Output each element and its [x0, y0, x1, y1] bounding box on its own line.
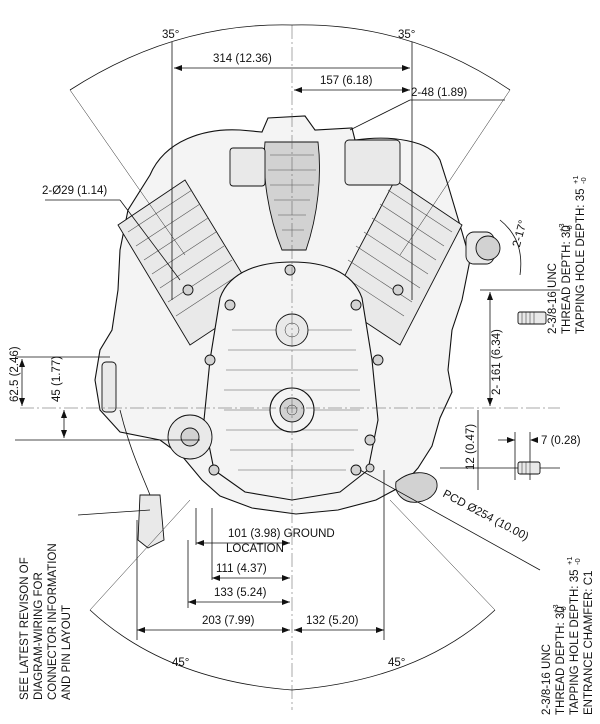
top-thread-line-3: TAPPING HOLE DEPTH: 35: [575, 189, 587, 335]
dim-pcd: PCD Ø254 (10.00): [441, 488, 531, 543]
dim-101-ground: 101 (3.98) GROUND: [228, 528, 335, 540]
dim-203: 203 (7.99): [202, 615, 255, 627]
angle-bottom-left: 45°: [172, 657, 189, 669]
wiring-line-2: DIAGRAM-WIRING FOR: [33, 572, 45, 700]
dim-132: 132 (5.20): [306, 615, 359, 627]
angle-top-left: 35°: [162, 29, 179, 41]
dim-133: 133 (5.24): [214, 587, 267, 599]
bottom-thread-tol-3: +1: [565, 556, 574, 565]
bottom-thread-line-3: TAPPING HOLE DEPTH: 35: [569, 570, 581, 716]
top-thread-tol-4: -0: [579, 177, 588, 184]
bottom-thread-note: 2-3/8-16 UNC THREAD DEPTH: 30 TAPPING HO…: [541, 556, 595, 715]
top-thread-note: 2-3/8-16 UNC THREAD DEPTH: 30 TAPPING HO…: [547, 175, 588, 334]
top-thread-line-2: THREAD DEPTH: 30: [561, 225, 573, 334]
bottom-thread-line-1: 2-3/8-16 UNC: [541, 644, 553, 715]
dim-12: 12 (0.47): [465, 424, 477, 470]
top-thread-tol-3: +1: [571, 175, 580, 184]
dim-111: 111 (4.37): [216, 563, 267, 575]
top-thread-line-1: 2-3/8-16 UNC: [547, 263, 559, 334]
dim-45: 45 (1.77): [51, 356, 63, 402]
dim-161: 2- 161 (6.34): [491, 329, 503, 395]
dimension-lines: [15, 24, 560, 710]
bottom-thread-line-2: THREAD DEPTH: 30: [555, 606, 567, 715]
top-thread-tol-2: -0: [565, 225, 574, 232]
angle-top-right: 35°: [398, 29, 415, 41]
dim-62-5: 62.5 (2.46): [9, 346, 21, 402]
bottom-thread-tol-4: -0: [573, 558, 582, 565]
bottom-thread-tol-1: +3: [551, 604, 560, 613]
bottom-thread-line-4: ENTRANCE CHAMFER: C1: [583, 571, 595, 715]
dim-157: 157 (6.18): [320, 75, 373, 87]
engine-outline: [94, 115, 501, 549]
dim-2-dia29: 2-Ø29 (1.14): [42, 185, 107, 197]
top-thread-tol-1: +3: [557, 223, 566, 232]
dim-7: 7 (0.28): [541, 435, 581, 447]
dim-ground-location: LOCATION: [226, 543, 284, 555]
dim-2-48: 2-48 (1.89): [411, 87, 467, 99]
wiring-line-1: SEE LATEST REVISON OF: [19, 557, 31, 700]
bottom-thread-tol-2: -0: [559, 606, 568, 613]
wiring-line-3: CONNECTOR INFORMATION: [47, 543, 59, 700]
dim-314: 314 (12.36): [213, 53, 272, 65]
angle-bottom-right: 45°: [388, 657, 405, 669]
wiring-note: SEE LATEST REVISON OF DIAGRAM-WIRING FOR…: [19, 543, 73, 700]
angle-right-small: 2-17°: [511, 219, 530, 249]
wiring-line-4: AND PIN LAYOUT: [61, 605, 73, 700]
